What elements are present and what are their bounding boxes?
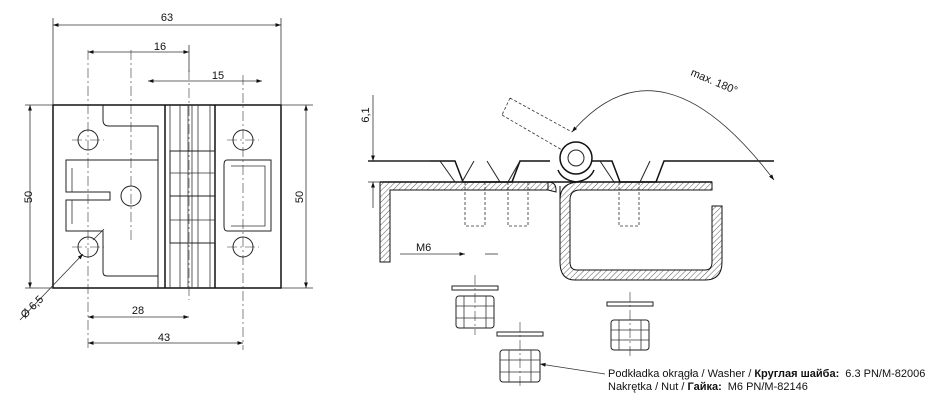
legend-nut-code: M6 PN/M-82146	[728, 381, 808, 393]
side-view: max. 180° 6,1 M6	[360, 67, 775, 281]
legend-washer-names: Podkładka okrągła / Washer /	[608, 368, 754, 380]
legend: Podkładka okrągła / Washer / Круглая шай…	[608, 368, 925, 393]
legend-nut-names-bold: Гайка:	[687, 381, 721, 393]
front-dimensions: 63 16 15 50 50 Ø 6,5 28 43	[19, 12, 313, 345]
dimension-thread: M6	[416, 242, 431, 254]
legend-nut-names: Nakrętka / Nut /	[608, 381, 687, 393]
fasteners	[451, 275, 654, 388]
dimension-hole-diameter: Ø 6,5	[19, 294, 47, 322]
legend-washer-names-bold: Круглая шайба:	[754, 368, 839, 380]
dimension-43: 43	[158, 332, 170, 344]
dimension-28: 28	[132, 305, 144, 317]
legend-nut-line: Nakrętka / Nut / Гайка: M6 PN/M-82146	[608, 381, 808, 393]
dimension-thickness: 6,1	[360, 107, 372, 122]
dimension-63: 63	[161, 12, 173, 24]
dimension-15: 15	[212, 70, 224, 82]
dimension-16: 16	[154, 41, 166, 53]
dimension-50-right: 50	[294, 191, 306, 203]
legend-washer-line: Podkładka okrągła / Washer / Круглая шай…	[608, 368, 925, 380]
legend-washer-code: 6.3 PN/M-82006	[845, 368, 925, 380]
dimension-50-left: 50	[23, 191, 35, 203]
dimension-angle: max. 180°	[689, 67, 739, 97]
front-view	[52, 50, 282, 350]
